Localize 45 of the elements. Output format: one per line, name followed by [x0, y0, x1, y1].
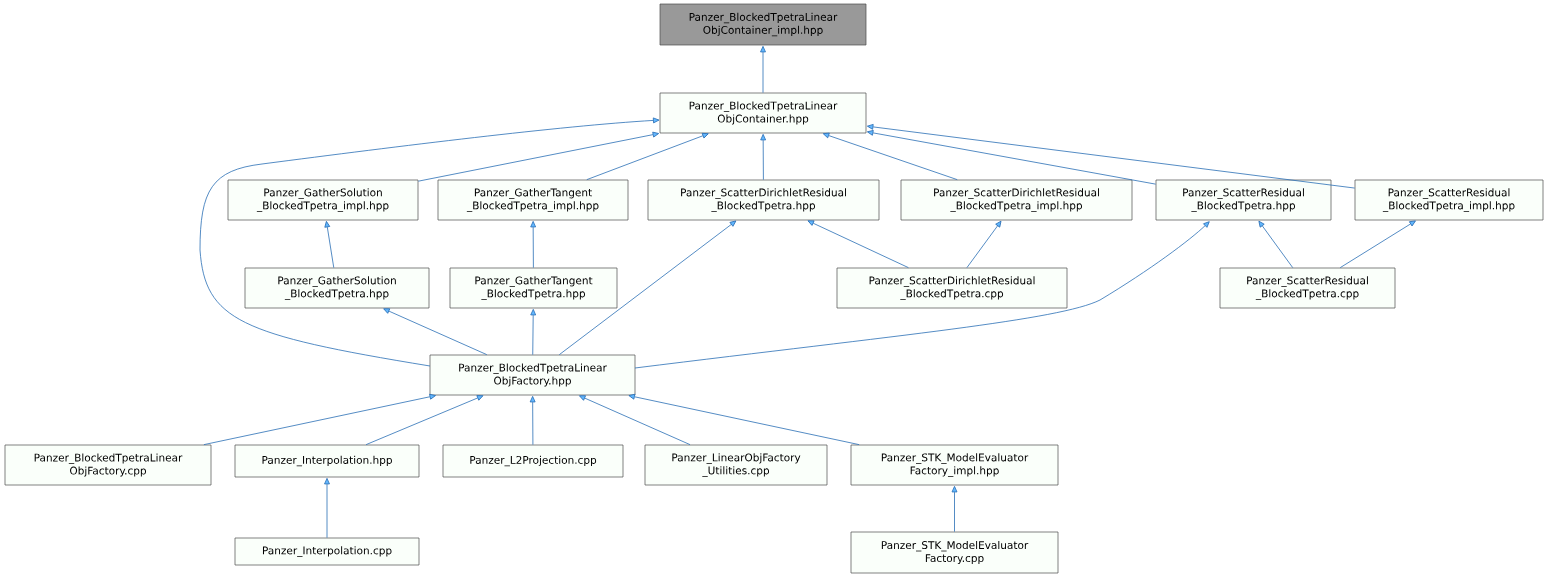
- arrow: [558, 220, 737, 356]
- arrow: [866, 130, 1157, 185]
- arrow: [586, 132, 709, 181]
- arrow: [324, 477, 330, 539]
- arrow: [383, 308, 488, 356]
- arrow: [966, 220, 1002, 269]
- arrow: [417, 131, 660, 182]
- arrow: [1339, 220, 1416, 269]
- arrow: [199, 117, 660, 367]
- file-box: Panzer_L2Projection.cpp: [442, 444, 624, 478]
- file-box: Panzer_GatherTangent _BlockedTpetra_impl.hpp: [437, 179, 629, 221]
- file-box: Panzer_GatherSolution _BlockedTpetra_impl.hpp: [227, 179, 419, 221]
- file-box: Panzer_ScatterResidual _BlockedTpetra.cpp: [1219, 267, 1396, 309]
- arrow: [951, 485, 958, 533]
- file-box: Panzer_STK_ModelEvaluator Factory.cpp: [850, 531, 1059, 574]
- file-box: Panzer_ScatterDirichletResidual _BlockedTpetra.cpp: [836, 267, 1068, 309]
- arrow: [628, 393, 860, 446]
- file-box: Panzer_ScatterDirichletResidual _BlockedTpetra_impl.hpp: [900, 179, 1133, 221]
- arrow: [807, 220, 909, 269]
- file-box: Panzer_LinearObjFactory _Utilities.cpp: [644, 444, 828, 486]
- arrow: [760, 133, 767, 181]
- file-box: Panzer_BlockedTpetraLinear ObjContainer_impl.hpp: [659, 3, 867, 46]
- arrow: [365, 395, 484, 446]
- arrow: [203, 393, 436, 446]
- file-box: Panzer_BlockedTpetraLinear ObjFactory.cpp: [4, 444, 212, 486]
- file-box: Panzer_ScatterResidual _BlockedTpetra.hpp: [1155, 179, 1332, 221]
- file-box: Panzer_Interpolation.cpp: [234, 537, 420, 566]
- arrow: [634, 221, 1210, 369]
- arrow: [530, 308, 537, 356]
- arrow: [529, 395, 536, 446]
- arrow: [579, 395, 691, 446]
- arrow: [822, 132, 958, 181]
- file-box: Panzer_ScatterResidual _BlockedTpetra_impl.hpp: [1354, 179, 1544, 221]
- file-box: Panzer_GatherSolution _BlockedTpetra.hpp: [244, 267, 430, 309]
- file-box: Panzer_GatherTangent _BlockedTpetra.hpp: [449, 267, 618, 309]
- arrow: [530, 220, 537, 269]
- file-box: Panzer_BlockedTpetraLinear ObjContainer.hpp: [659, 92, 867, 134]
- file-box: Panzer_Interpolation.hpp: [234, 444, 420, 478]
- arrow: [866, 124, 1356, 189]
- arrow: [324, 220, 335, 269]
- file-box: Panzer_STK_ModelEvaluator Factory_impl.hpp: [850, 444, 1059, 486]
- arrow: [1258, 220, 1294, 269]
- file-box: Panzer_BlockedTpetraLinear ObjFactory.hpp: [429, 354, 636, 396]
- arrow: [760, 45, 766, 94]
- file-box: Panzer_ScatterDirichletResidual _BlockedTpetra.hpp: [647, 179, 880, 221]
